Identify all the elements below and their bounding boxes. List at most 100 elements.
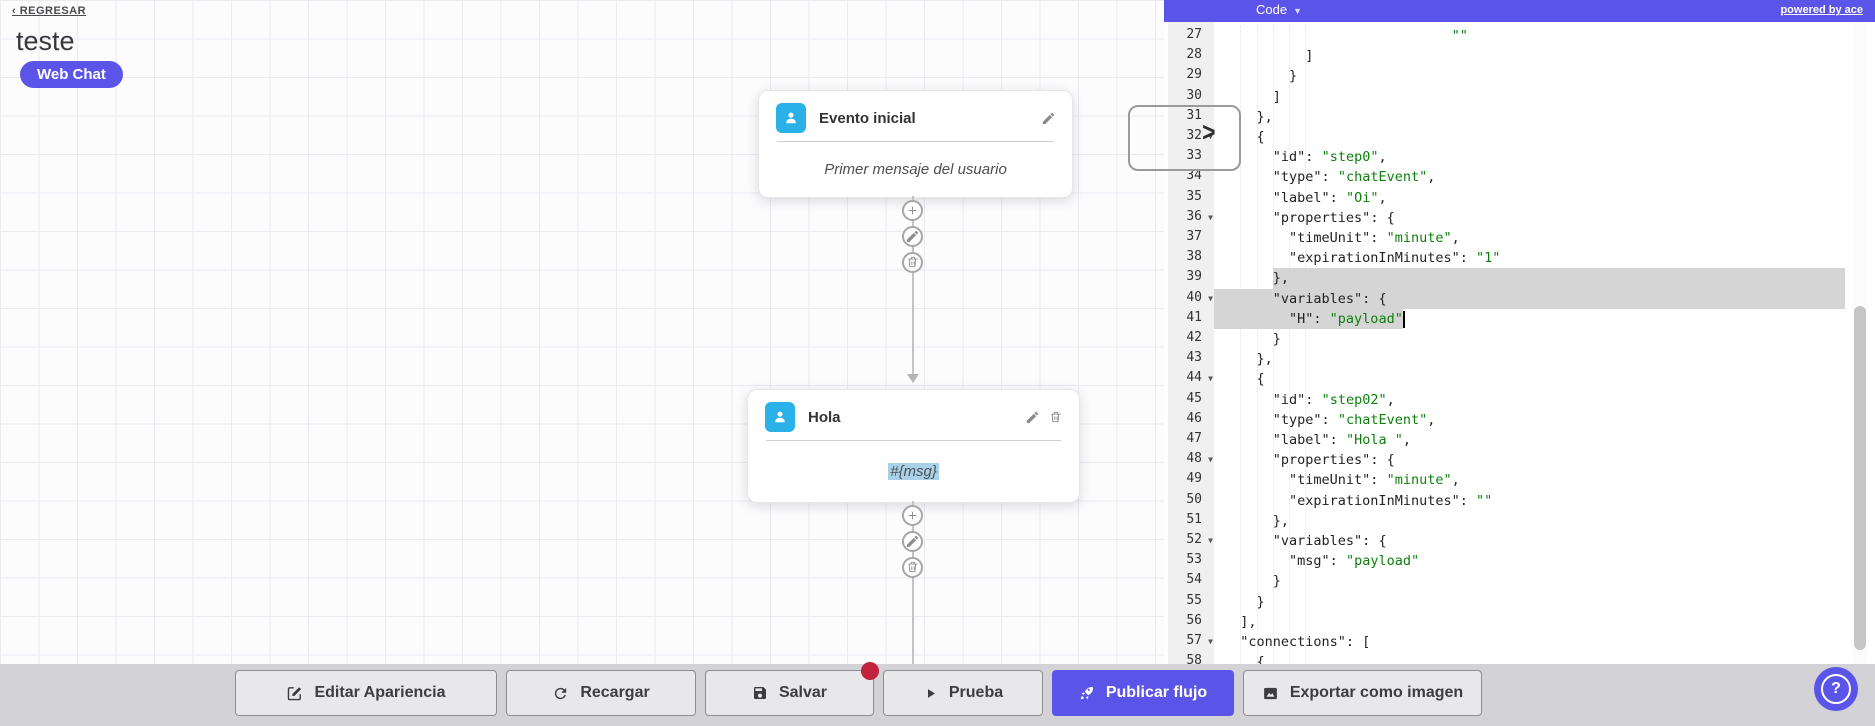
code-line: ]	[1305, 48, 1314, 65]
gutter-line-number: 30	[1186, 87, 1202, 103]
pencil-icon[interactable]	[902, 225, 923, 247]
chevron-down-icon: ▼	[1293, 6, 1302, 16]
code-line: "connections": [	[1240, 634, 1371, 650]
gutter-line-number: 40▼	[1186, 289, 1213, 305]
question-mark-icon: ?	[1821, 674, 1851, 704]
node-title: Hola	[808, 408, 841, 426]
fold-caret-icon[interactable]: ▼	[1208, 212, 1213, 222]
gutter-line-number: 47	[1186, 431, 1202, 446]
collapse-panel-button[interactable]: >	[1128, 105, 1241, 171]
gutter-line-number: 57▼	[1186, 633, 1213, 648]
gutter-line-number: 27	[1186, 27, 1202, 42]
fold-caret-icon[interactable]: ▼	[1208, 536, 1213, 545]
salvar-button[interactable]: Salvar	[705, 662, 879, 716]
code-mode-dropdown[interactable]: Code▼	[1256, 2, 1302, 17]
gutter-line-number: 37	[1186, 229, 1202, 244]
gutter-line-number: 55	[1186, 592, 1202, 608]
edit-square-icon	[286, 685, 303, 702]
connector-line	[912, 196, 914, 374]
editar-apariencia-button[interactable]: Editar Apariencia	[235, 670, 497, 716]
code-line: },	[1214, 268, 1875, 289]
gutter-line-number: 39	[1186, 269, 1202, 285]
fold-caret-icon[interactable]: ▼	[1208, 132, 1213, 141]
gutter-line-number: 35	[1186, 188, 1202, 204]
user-icon	[776, 103, 806, 133]
code-line: },	[1256, 108, 1273, 125]
fold-caret-icon[interactable]: ▼	[1208, 374, 1213, 384]
code-line: ],	[1240, 613, 1257, 630]
code-line: ]	[1272, 88, 1281, 105]
scrollbar-thumb[interactable]	[1854, 306, 1866, 650]
refresh-icon	[552, 685, 569, 702]
arrow-down-icon	[907, 374, 919, 383]
gutter-line-number: 42	[1186, 330, 1202, 345]
button-label: Recargar	[580, 684, 650, 701]
gutter-line-number: 28	[1186, 47, 1202, 63]
node-actions	[1025, 410, 1063, 425]
code-line: "variables": {	[1272, 533, 1387, 549]
help-button[interactable]: ?	[1814, 667, 1858, 711]
node-divider	[766, 440, 1061, 441]
code-line: "variables": {	[1214, 288, 1875, 309]
trash-icon[interactable]	[902, 251, 923, 273]
code-line: "id": "step02",	[1272, 391, 1395, 408]
code-line: "type": "chatEvent",	[1272, 411, 1436, 428]
gutter-line-number: 44▼	[1186, 370, 1213, 386]
code-panel-header: Code▼ powered by ace	[1164, 0, 1875, 22]
fold-caret-icon[interactable]: ▼	[1208, 637, 1213, 646]
code-line: },	[1272, 512, 1290, 529]
gutter-line-number: 36▼	[1186, 208, 1213, 224]
unsaved-changes-badge	[861, 662, 879, 680]
node-header: Hola	[748, 390, 1079, 440]
fold-caret-icon[interactable]: ▼	[1208, 455, 1213, 465]
plus-icon[interactable]	[902, 199, 923, 221]
trash-icon[interactable]	[902, 556, 923, 578]
code-line: "expirationInMinutes": "1"	[1289, 250, 1501, 267]
node-evento-inicial[interactable]: Evento inicial Primer mensaje del usuari…	[758, 90, 1073, 198]
save-icon	[752, 685, 768, 701]
code-line: "expirationInMinutes": ""	[1289, 492, 1493, 509]
text-selection	[1214, 308, 1403, 329]
node-hola[interactable]: Hola #{msg}	[747, 389, 1080, 503]
prueba-button[interactable]: Prueba	[883, 670, 1043, 716]
button-label: Exportar como imagen	[1289, 684, 1464, 701]
node-divider	[777, 141, 1054, 142]
editor-scrollbar	[1853, 22, 1867, 664]
node-body-text: #{msg}	[888, 463, 939, 480]
gutter-line-number: 51	[1186, 511, 1202, 527]
fold-caret-icon[interactable]: ▼	[1208, 293, 1213, 303]
flow-canvas[interactable]: ‹ REGRESAR teste Web Chat Evento inicial…	[0, 0, 1164, 664]
button-label: Editar Apariencia	[314, 684, 446, 701]
gutter-line-number: 29	[1186, 67, 1202, 83]
trash-icon[interactable]	[1049, 410, 1063, 425]
gutter-line-number: 43	[1186, 350, 1202, 366]
code-line: },	[1256, 351, 1273, 368]
code-line: "id": "step0",	[1272, 149, 1387, 166]
publicar-flujo-button[interactable]: Publicar flujo	[1052, 670, 1234, 716]
recargar-button[interactable]: Recargar	[506, 670, 696, 716]
rocket-icon	[1079, 685, 1095, 701]
plus-icon[interactable]	[902, 504, 923, 526]
connector-line	[912, 501, 914, 664]
node-actions	[1041, 111, 1056, 126]
chevron-right-icon: >	[1202, 117, 1216, 147]
gutter-line-number: 31	[1186, 107, 1202, 123]
gutter-line-number: 56	[1186, 612, 1202, 628]
code-line: ""	[1451, 28, 1468, 44]
gutter-line-number: 38	[1186, 249, 1202, 265]
button-label: Prueba	[948, 684, 1004, 701]
code-line: "type": "chatEvent",	[1272, 169, 1436, 186]
code-editor[interactable]: "" ] } ] }, { "id": "step0", "type": "ch…	[1214, 22, 1875, 664]
pencil-icon[interactable]	[1041, 111, 1056, 126]
node-body: Primer mensaje del usuario	[824, 161, 1007, 178]
code-line: "properties": {	[1272, 209, 1395, 226]
code-line: {	[1256, 129, 1265, 145]
powered-by-ace-link[interactable]: powered by ace	[1780, 4, 1863, 16]
pencil-icon[interactable]	[1025, 410, 1040, 425]
play-icon	[923, 686, 938, 701]
node-body: #{msg}	[748, 441, 1079, 502]
back-link[interactable]: ‹ REGRESAR	[12, 5, 87, 17]
pencil-icon[interactable]	[902, 530, 923, 552]
exportar-como-imagen-button[interactable]: Exportar como imagen	[1243, 670, 1482, 716]
